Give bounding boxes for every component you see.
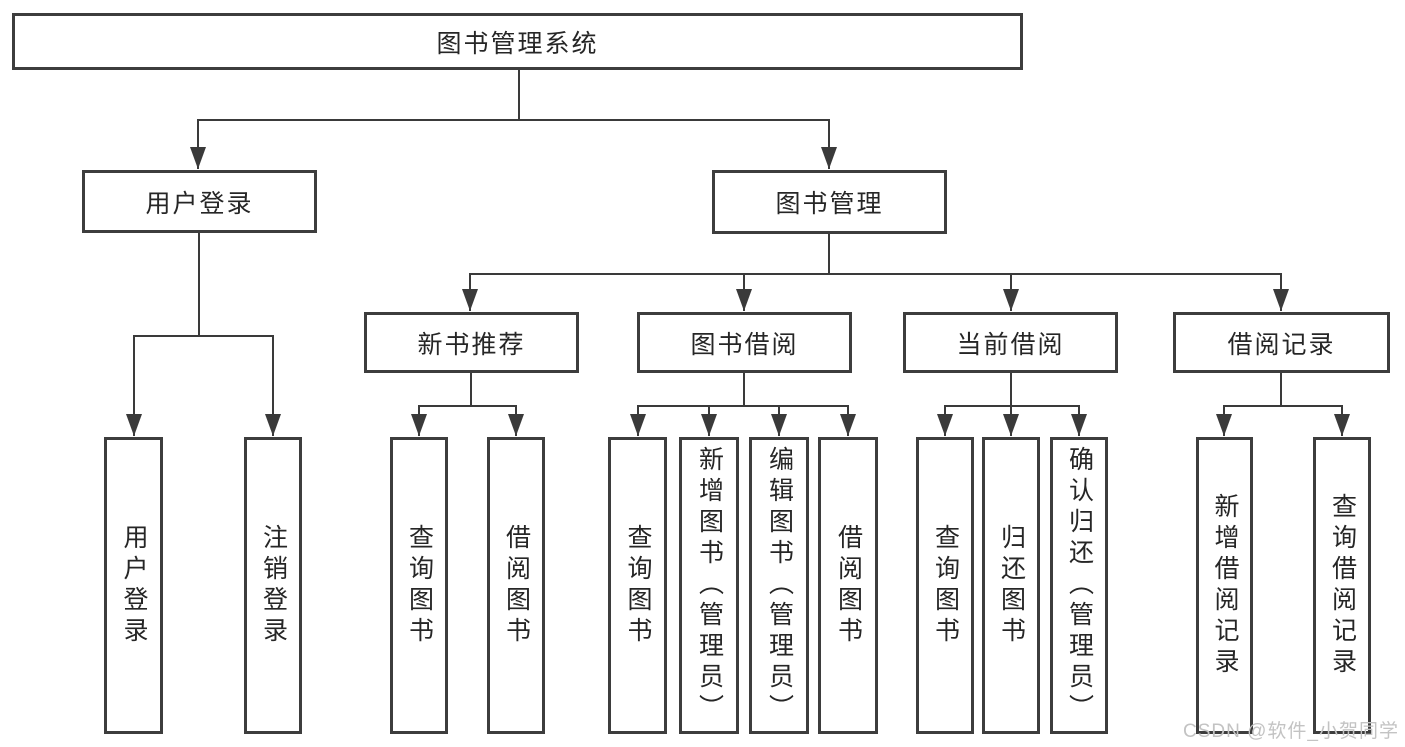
node-cb-confirm-return-admin: 确认归还（管理员） — [1050, 437, 1108, 734]
csdn-watermark: CSDN @软件_小贺同学 — [1183, 721, 1399, 742]
node-library-management-system: 图书管理系统 — [12, 13, 1023, 70]
node-new-book-recommend: 新书推荐 — [364, 312, 579, 373]
node-user-login-action: 用户登录 — [104, 437, 163, 734]
node-borrowing-records: 借阅记录 — [1173, 312, 1390, 373]
node-bb-add-books-admin: 新增图书（管理员） — [679, 437, 739, 734]
node-book-management: 图书管理 — [712, 170, 947, 234]
node-bb-edit-books-admin: 编辑图书（管理员） — [749, 437, 809, 734]
node-book-borrowing: 图书借阅 — [637, 312, 852, 373]
node-user-login: 用户登录 — [82, 170, 317, 233]
node-br-add-record: 新增借阅记录 — [1196, 437, 1253, 734]
node-nb-query-books: 查询图书 — [390, 437, 448, 734]
node-nb-borrow-books: 借阅图书 — [487, 437, 545, 734]
node-br-query-record: 查询借阅记录 — [1313, 437, 1371, 734]
node-cb-return-books: 归还图书 — [982, 437, 1040, 734]
node-logout-login: 注销登录 — [244, 437, 302, 734]
node-bb-borrow-books: 借阅图书 — [818, 437, 878, 734]
node-bb-query-books: 查询图书 — [608, 437, 667, 734]
node-cb-query-books: 查询图书 — [916, 437, 974, 734]
node-current-borrowing: 当前借阅 — [903, 312, 1118, 373]
